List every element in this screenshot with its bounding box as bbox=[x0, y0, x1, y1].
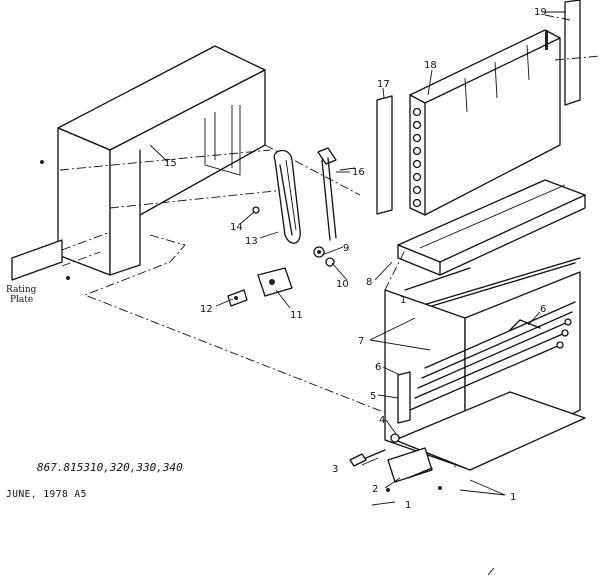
callout-4: 4 bbox=[379, 415, 385, 426]
callout-11: 11 bbox=[290, 310, 303, 321]
callout-8: 8 bbox=[366, 277, 372, 288]
air-filter bbox=[544, 0, 601, 106]
top-tray bbox=[397, 179, 586, 276]
side-bracket bbox=[376, 95, 393, 215]
callout-7: 7 bbox=[358, 336, 364, 347]
callout-1-bottom: 1 bbox=[405, 500, 411, 511]
side-mount-bracket bbox=[397, 371, 411, 424]
callout-13: 13 bbox=[245, 236, 258, 247]
thermostat bbox=[317, 147, 356, 241]
callout-1-right: 1 bbox=[510, 492, 516, 503]
callout-18: 18 bbox=[424, 60, 437, 71]
model-numbers: 867.815310,320,330,340 bbox=[37, 461, 183, 474]
callout-6-left: 6 bbox=[375, 362, 381, 373]
callout-1-mid: 1 bbox=[400, 295, 406, 306]
rating-plate: Rating Plate bbox=[6, 231, 111, 305]
callout-16: 16 bbox=[352, 167, 365, 178]
callout-19: 19 bbox=[534, 7, 547, 18]
stray-mark bbox=[487, 567, 495, 576]
knob-and-grommet bbox=[313, 246, 335, 267]
coil-tube-bends bbox=[412, 107, 422, 208]
callout-6-right: 6 bbox=[540, 304, 546, 315]
callout-leaders bbox=[149, 11, 566, 506]
callout-numbers: 1 1 1 2 3 4 5 6 6 7 8 9 10 11 12 13 14 1… bbox=[164, 7, 547, 511]
callout-15: 15 bbox=[164, 158, 177, 169]
heater-grid bbox=[409, 301, 576, 411]
base-housing bbox=[384, 249, 586, 471]
heating-coil bbox=[273, 149, 301, 244]
callout-17: 17 bbox=[377, 79, 390, 90]
wire-clip bbox=[252, 206, 260, 214]
callout-5: 5 bbox=[370, 391, 376, 402]
screws bbox=[349, 433, 400, 467]
callout-12: 12 bbox=[200, 304, 213, 315]
date-code: JUNE, 1978 A5 bbox=[6, 489, 87, 500]
cabinet-wrapper bbox=[40, 45, 361, 276]
evaporator-coil bbox=[409, 29, 561, 216]
bottom-plate bbox=[386, 447, 442, 492]
callout-2: 2 bbox=[372, 484, 378, 495]
rating-plate-label-line1: Rating bbox=[6, 285, 37, 295]
callout-3: 3 bbox=[332, 464, 338, 475]
callout-9: 9 bbox=[343, 243, 349, 254]
control-bracket bbox=[227, 267, 293, 307]
callout-10: 10 bbox=[336, 279, 349, 290]
callout-14: 14 bbox=[230, 222, 243, 233]
rating-plate-label-line2: Plate bbox=[10, 295, 33, 305]
